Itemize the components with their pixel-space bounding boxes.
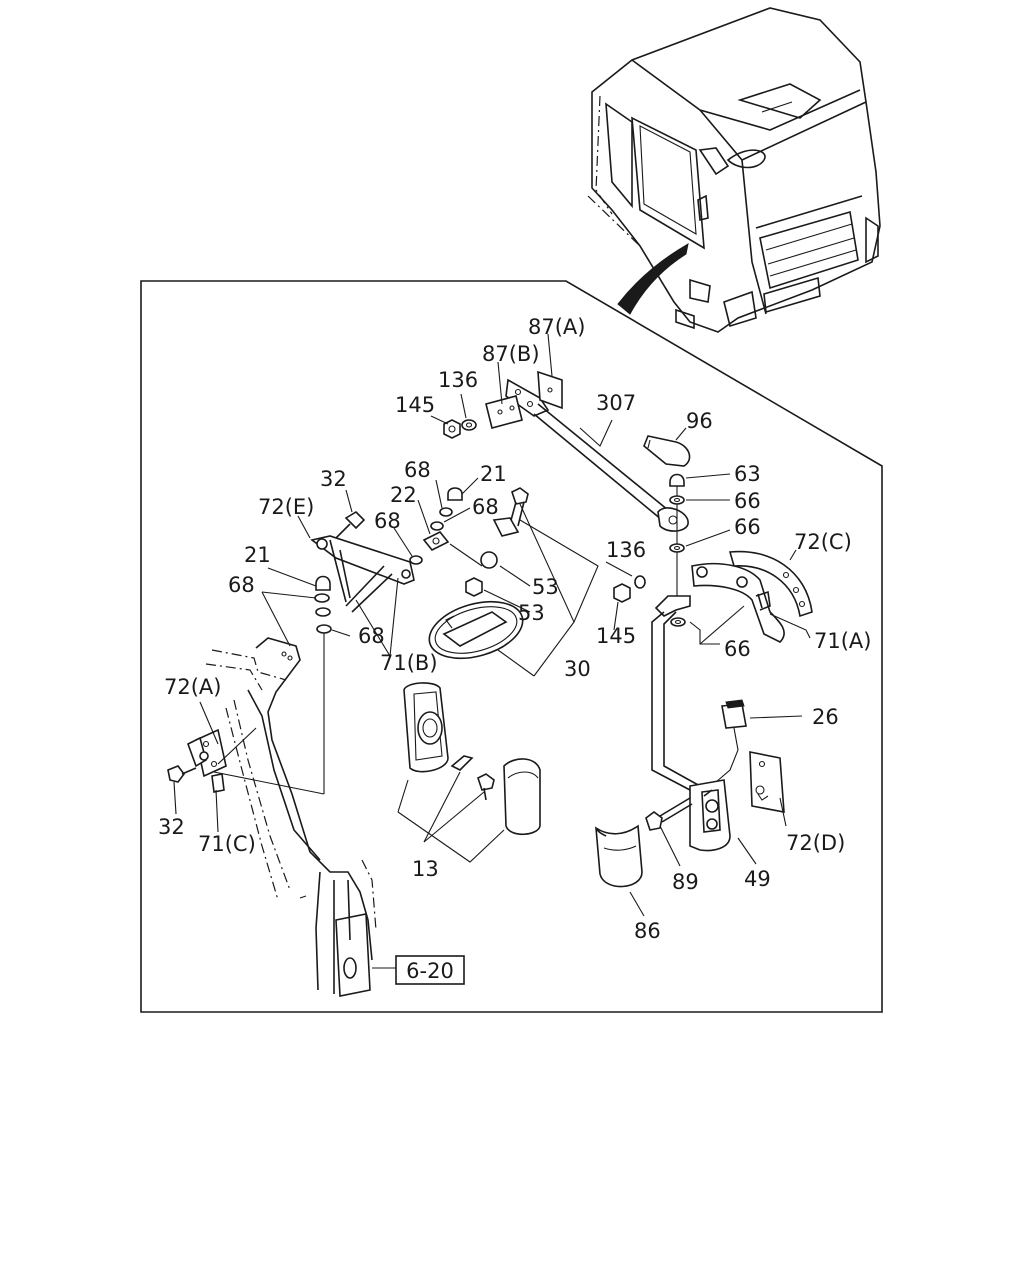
part-68-washer-left-a [314, 593, 330, 603]
part-96-cap [643, 435, 691, 467]
part-mirror-lower-arm [651, 595, 701, 791]
callout-89: 89 [672, 870, 699, 894]
part-66-washer-b [669, 543, 685, 553]
reference-box-label: 6-20 [406, 959, 454, 983]
part-71c-bracket [187, 736, 225, 793]
callout-68-c: 68 [374, 509, 401, 533]
part-32-bolt-lower [167, 765, 197, 783]
part-71a-bracket [691, 562, 785, 643]
callout-63: 63 [734, 462, 761, 486]
callout-53-b: 53 [518, 601, 545, 625]
callout-71b: 71(B) [380, 651, 438, 675]
callout-22: 22 [390, 483, 417, 507]
callout-68-b: 68 [472, 495, 499, 519]
part-136-washer-lower [634, 575, 646, 589]
callout-32-upper: 32 [320, 467, 347, 491]
callout-136-upper: 136 [438, 368, 478, 392]
part-21-cap-left [315, 575, 331, 591]
diagram-frame [140, 280, 883, 1013]
part-87b-plate [485, 395, 523, 429]
callout-71a: 71(A) [814, 629, 871, 653]
callout-66-c: 66 [724, 637, 751, 661]
part-66-washer-a [669, 495, 685, 505]
callout-68-d: 68 [228, 573, 255, 597]
callout-87b: 87(B) [482, 342, 540, 366]
part-center-bolt [492, 487, 529, 537]
part-89-bolt [645, 797, 693, 831]
callout-86: 86 [634, 919, 661, 943]
part-13-cover [503, 758, 541, 836]
callout-72c: 72(C) [794, 530, 852, 554]
callout-145-upper: 145 [395, 393, 435, 417]
part-68-washer-center-b [430, 521, 444, 531]
callout-136-lower: 136 [606, 538, 646, 562]
part-21-cap-center [447, 487, 463, 501]
reference-box-6-20: 6-20 [395, 955, 465, 985]
part-86-cover [595, 824, 643, 888]
callout-72e: 72(E) [258, 495, 314, 519]
callout-66-a: 66 [734, 489, 761, 513]
part-87a-plate [537, 370, 563, 410]
callout-32-lower: 32 [158, 815, 185, 839]
callout-30: 30 [564, 657, 591, 681]
part-307-upper-arm [505, 378, 689, 532]
part-66-washer-c [670, 617, 686, 627]
part-72c-plate [728, 550, 813, 618]
leader-lines [173, 333, 811, 969]
callout-13: 13 [412, 857, 439, 881]
part-22-pin [422, 530, 450, 552]
callout-68-e: 68 [358, 624, 385, 648]
part-68-washer-left-c [316, 624, 332, 634]
part-72a-plate [195, 728, 227, 778]
part-145-nut-upper [443, 419, 461, 439]
callout-26: 26 [812, 705, 839, 729]
callout-72d: 72(D) [786, 831, 845, 855]
truck-cab-illustration [587, 7, 881, 333]
part-68-washer-center-c [409, 555, 423, 565]
callout-307: 307 [596, 391, 636, 415]
callout-49: 49 [744, 867, 771, 891]
callout-68-a: 68 [404, 458, 431, 482]
part-71b-bracket [310, 535, 415, 613]
callout-87a: 87(A) [528, 315, 585, 339]
cab-pillar-outline [205, 637, 377, 997]
part-53-ball [480, 551, 498, 569]
part-13-screw [450, 755, 495, 801]
callout-145-lower: 145 [596, 624, 636, 648]
part-136-washer-upper [461, 419, 477, 431]
part-13-mirror-pad [403, 682, 449, 773]
part-53-nut [465, 577, 483, 597]
callout-53-a: 53 [532, 575, 559, 599]
callout-labels: 87(A) 87(B) 136 145 307 96 63 66 66 72(C… [158, 315, 871, 943]
part-32-bolt-upper [335, 510, 366, 539]
part-72d-plate [749, 751, 785, 813]
callout-66-b: 66 [734, 515, 761, 539]
part-26-connector [715, 699, 747, 783]
part-145-nut-lower [613, 583, 631, 603]
part-63-cap-nut [669, 473, 685, 487]
callout-21-center: 21 [480, 462, 507, 486]
callout-72a: 72(A) [164, 675, 221, 699]
part-30-mirror-head [428, 600, 524, 660]
part-68-washer-left-b [315, 607, 331, 617]
callout-71c: 71(C) [198, 832, 256, 856]
callout-21-left: 21 [244, 543, 271, 567]
part-68-washer-center-a [439, 507, 453, 517]
callout-96: 96 [686, 409, 713, 433]
part-49-base [689, 779, 731, 852]
